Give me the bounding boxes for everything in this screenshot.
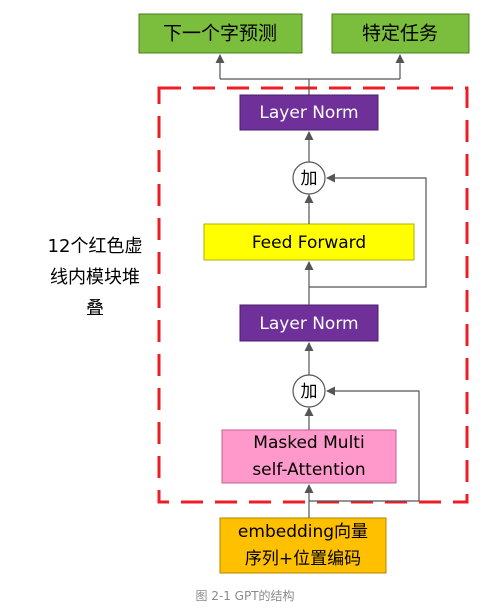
add-node-bottom-label: 加 <box>301 382 318 402</box>
masked-self-attention-box: Masked Multi self-Attention <box>221 429 397 484</box>
figure-caption: 图 2-1 GPT的结构 <box>195 588 294 603</box>
embedding-label-line-2: 序列+位置编码 <box>245 549 361 569</box>
watermark: 知乎 @李鹏宇 <box>398 551 486 568</box>
add-node-top: 加 <box>292 161 326 195</box>
repeat-note-line-1: 12个红色虚 <box>48 236 143 257</box>
output-connectors <box>215 54 405 95</box>
add-node-bottom: 加 <box>292 374 326 408</box>
repeat-note: 12个红色虚 线内模块堆 叠 <box>48 236 143 319</box>
specific-task-box: 特定任务 <box>331 13 470 54</box>
repeat-note-line-3: 叠 <box>86 298 104 319</box>
repeat-note-line-2: 线内模块堆 <box>50 267 140 288</box>
repeat-block-frame <box>157 86 469 504</box>
feed-forward-label: Feed Forward <box>252 233 366 253</box>
add-node-top-label: 加 <box>301 169 318 189</box>
embedding-box: embedding向量 序列+位置编码 <box>219 517 387 574</box>
layer-norm-bottom: Layer Norm <box>239 304 379 342</box>
layer-norm-top-label: Layer Norm <box>259 103 358 123</box>
next-token-prediction-label: 下一个字预测 <box>163 23 277 45</box>
specific-task-label: 特定任务 <box>362 23 438 45</box>
layer-norm-bottom-label: Layer Norm <box>259 314 358 334</box>
feed-forward-box: Feed Forward <box>203 223 415 261</box>
next-token-prediction-box: 下一个字预测 <box>138 13 303 54</box>
attention-label-line-1: Masked Multi <box>253 433 364 453</box>
embedding-label-line-1: embedding向量 <box>238 522 368 542</box>
residual-connections <box>309 173 427 502</box>
layer-norm-top: Layer Norm <box>239 94 379 131</box>
attention-label-line-2: self-Attention <box>252 460 365 480</box>
